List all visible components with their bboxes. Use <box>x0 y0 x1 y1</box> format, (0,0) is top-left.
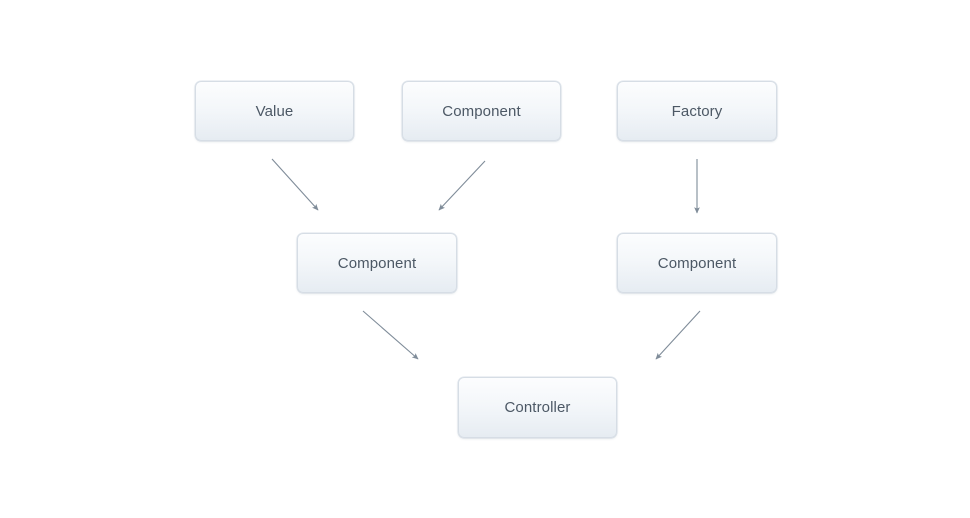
node-factory[interactable]: Factory <box>617 81 777 141</box>
node-value[interactable]: Value <box>195 81 354 141</box>
node-value-label: Value <box>255 102 294 120</box>
edge-component-left-to-controller <box>362 310 419 360</box>
node-controller-label: Controller <box>504 399 571 416</box>
node-controller[interactable]: Controller <box>458 377 617 438</box>
node-factory-label: Factory <box>671 102 723 120</box>
node-component-right-label: Component <box>657 254 737 272</box>
node-component-top[interactable]: Component <box>402 81 561 141</box>
edge-component-right-to-controller <box>655 310 701 360</box>
node-component-top-label: Component <box>442 102 521 120</box>
node-component-left[interactable]: Component <box>297 233 457 293</box>
edge-value-to-component-left <box>271 158 319 211</box>
edge-component-top-to-component-left <box>438 160 486 211</box>
node-component-right[interactable]: Component <box>617 233 777 293</box>
node-component-left-label: Component <box>337 254 417 272</box>
